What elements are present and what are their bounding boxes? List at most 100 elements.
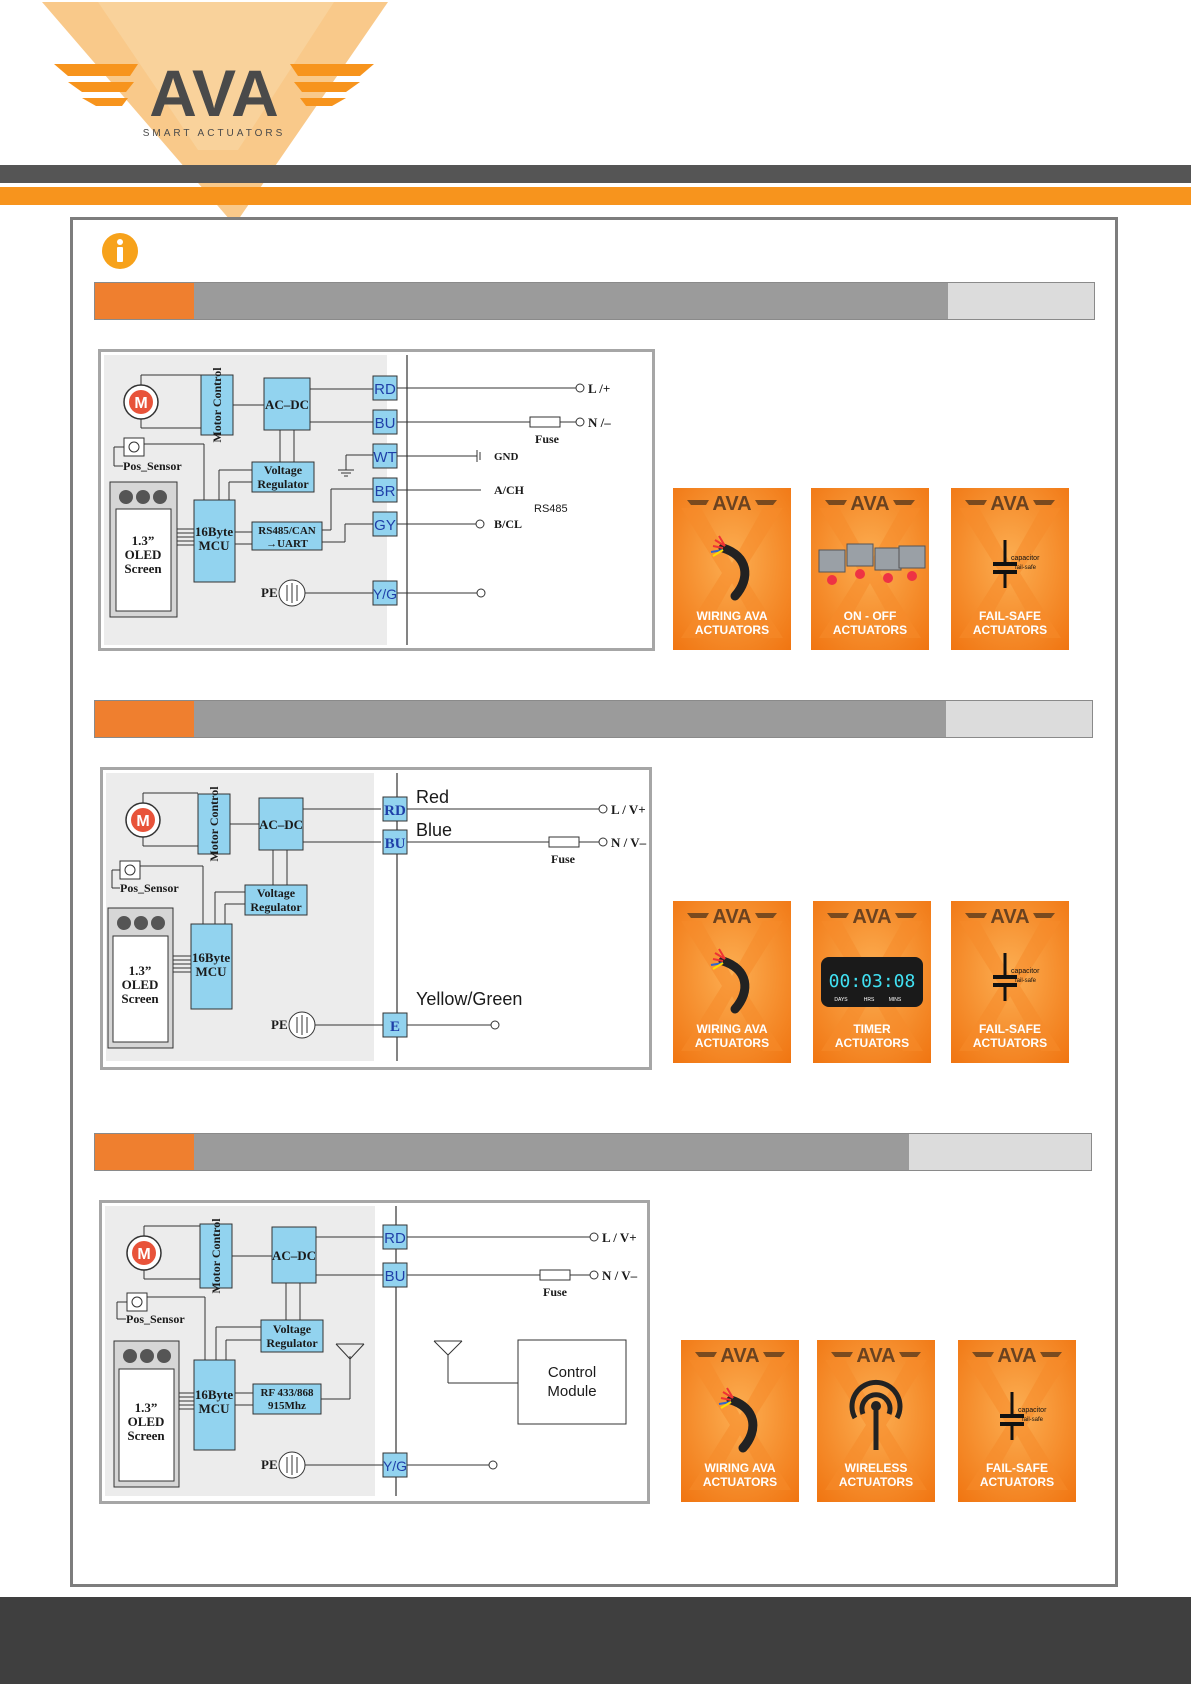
card-logo: AVA (712, 493, 751, 515)
capacitor-icon: capacitor fail-safe (993, 540, 1040, 588)
svg-text:capacitor: capacitor (1018, 1407, 1047, 1414)
capacitor-icon: capacitor fail-safe (1000, 1392, 1047, 1440)
card-title: FAIL-SAFE (979, 1022, 1041, 1036)
ava-logo: AVA SMART ACTUATORS (38, 0, 390, 240)
terminal-n: N / V– (611, 835, 647, 850)
motor-control-block: Motor Control (209, 1218, 223, 1294)
card-subtitle: ACTUATORS (973, 623, 1047, 637)
svg-text:capacitor: capacitor (1011, 555, 1040, 562)
svg-text:OLED: OLED (125, 547, 162, 562)
svg-text:Regulator: Regulator (257, 477, 309, 491)
pos-sensor-label: Pos_Sensor (123, 459, 182, 473)
rs485-converter-block: RS485/CAN (258, 525, 316, 537)
card-title: WIRING AVA (696, 1022, 767, 1036)
svg-text:DAYS: DAYS (834, 997, 848, 1003)
card-subtitle: ACTUATORS (703, 1475, 777, 1489)
motor-control-block: Motor Control (207, 786, 221, 862)
svg-text:MINS: MINS (889, 997, 902, 1003)
logo-wordmark: AVA (149, 56, 279, 130)
pin-block-bu: BU (382, 1262, 408, 1288)
pin-block-bu: BU (382, 829, 408, 855)
pin-block-wt: WT (372, 443, 398, 469)
wiring-diagram-2: M Motor Control AC–DC Pos_Sensor Voltage… (100, 767, 652, 1070)
pin-block-gy: GY (372, 511, 398, 537)
svg-text:OLED: OLED (128, 1414, 165, 1429)
svg-text:GY: GY (374, 517, 396, 534)
svg-text:RD: RD (384, 803, 406, 819)
ac-dc-block: AC–DC (265, 397, 309, 412)
svg-text:BR: BR (375, 483, 396, 500)
svg-text:fail-safe: fail-safe (1015, 565, 1037, 571)
info-icon (101, 232, 139, 270)
content-frame (70, 217, 1118, 1587)
svg-text:1.3”: 1.3” (132, 533, 155, 548)
svg-text:Y/G: Y/G (383, 1458, 407, 1474)
svg-text:MCU: MCU (195, 964, 227, 979)
oled-screen (118, 1368, 175, 1482)
card-logo: AVA (852, 906, 891, 928)
terminal-l: L / V+ (602, 1230, 637, 1245)
terminal-l: L /+ (588, 381, 610, 396)
terminal-a-ch: A/CH (494, 483, 525, 497)
fuse-label: Fuse (535, 432, 560, 446)
wire-label-blue: Blue (416, 820, 452, 840)
motor-control-block: Motor Control (210, 367, 224, 443)
card-subtitle: ACTUATORS (695, 623, 769, 637)
svg-text:WT: WT (373, 449, 396, 466)
svg-text:Regulator: Regulator (266, 1336, 318, 1350)
card-logo: AVA (990, 493, 1029, 515)
pin-block-yg: Y/G (382, 1452, 408, 1478)
card-logo: AVA (720, 1345, 759, 1367)
svg-text:→UART: →UART (266, 538, 308, 550)
svg-text:OLED: OLED (122, 977, 159, 992)
svg-text:M: M (136, 813, 149, 830)
svg-text:RD: RD (384, 1230, 406, 1247)
footer-bar (0, 1597, 1191, 1684)
svg-text:M: M (134, 395, 147, 412)
svg-text:BU: BU (385, 1268, 406, 1285)
pin-block-rd: RD (382, 796, 408, 822)
pin-block-rd: RD (382, 1224, 408, 1250)
header-dark-stripe (0, 165, 1191, 183)
ac-dc-block: AC–DC (259, 817, 303, 832)
wiring-diagram-1: M Motor Control AC–DC Pos_Sensor Voltage… (98, 349, 655, 651)
fuse-label: Fuse (551, 852, 576, 866)
svg-text:capacitor: capacitor (1011, 968, 1040, 975)
card-title: WIRING AVA (696, 609, 767, 623)
mcu-block: 16Byte (195, 1387, 234, 1402)
control-module: Control Module (433, 1339, 627, 1425)
pe-label: PE (271, 1017, 288, 1032)
card-logo: AVA (850, 493, 889, 515)
mcu-block: 16Byte (192, 950, 231, 965)
svg-text:915Mhz: 915Mhz (268, 1400, 306, 1412)
card-title: ON - OFF (844, 609, 897, 623)
rs485-label: RS485 (534, 503, 568, 515)
cable-icon (710, 535, 750, 601)
pin-block-yg: Y/G (372, 580, 398, 606)
terminal-l: L / V+ (611, 802, 646, 817)
svg-text:BU: BU (375, 415, 396, 432)
svg-text:Screen: Screen (127, 1428, 165, 1443)
svg-text:fail-safe: fail-safe (1022, 1417, 1044, 1423)
pos-sensor-label: Pos_Sensor (120, 881, 179, 895)
fuse-icon (548, 836, 580, 848)
card-logo: AVA (856, 1345, 895, 1367)
mcu-block: 16Byte (195, 524, 234, 539)
svg-text:Screen: Screen (121, 991, 159, 1006)
svg-text:E: E (390, 1019, 400, 1035)
svg-text:1.3”: 1.3” (135, 1400, 158, 1415)
logo-tagline: SMART ACTUATORS (143, 128, 286, 139)
card-title: FAIL-SAFE (986, 1461, 1048, 1475)
oled-screen (112, 935, 169, 1043)
